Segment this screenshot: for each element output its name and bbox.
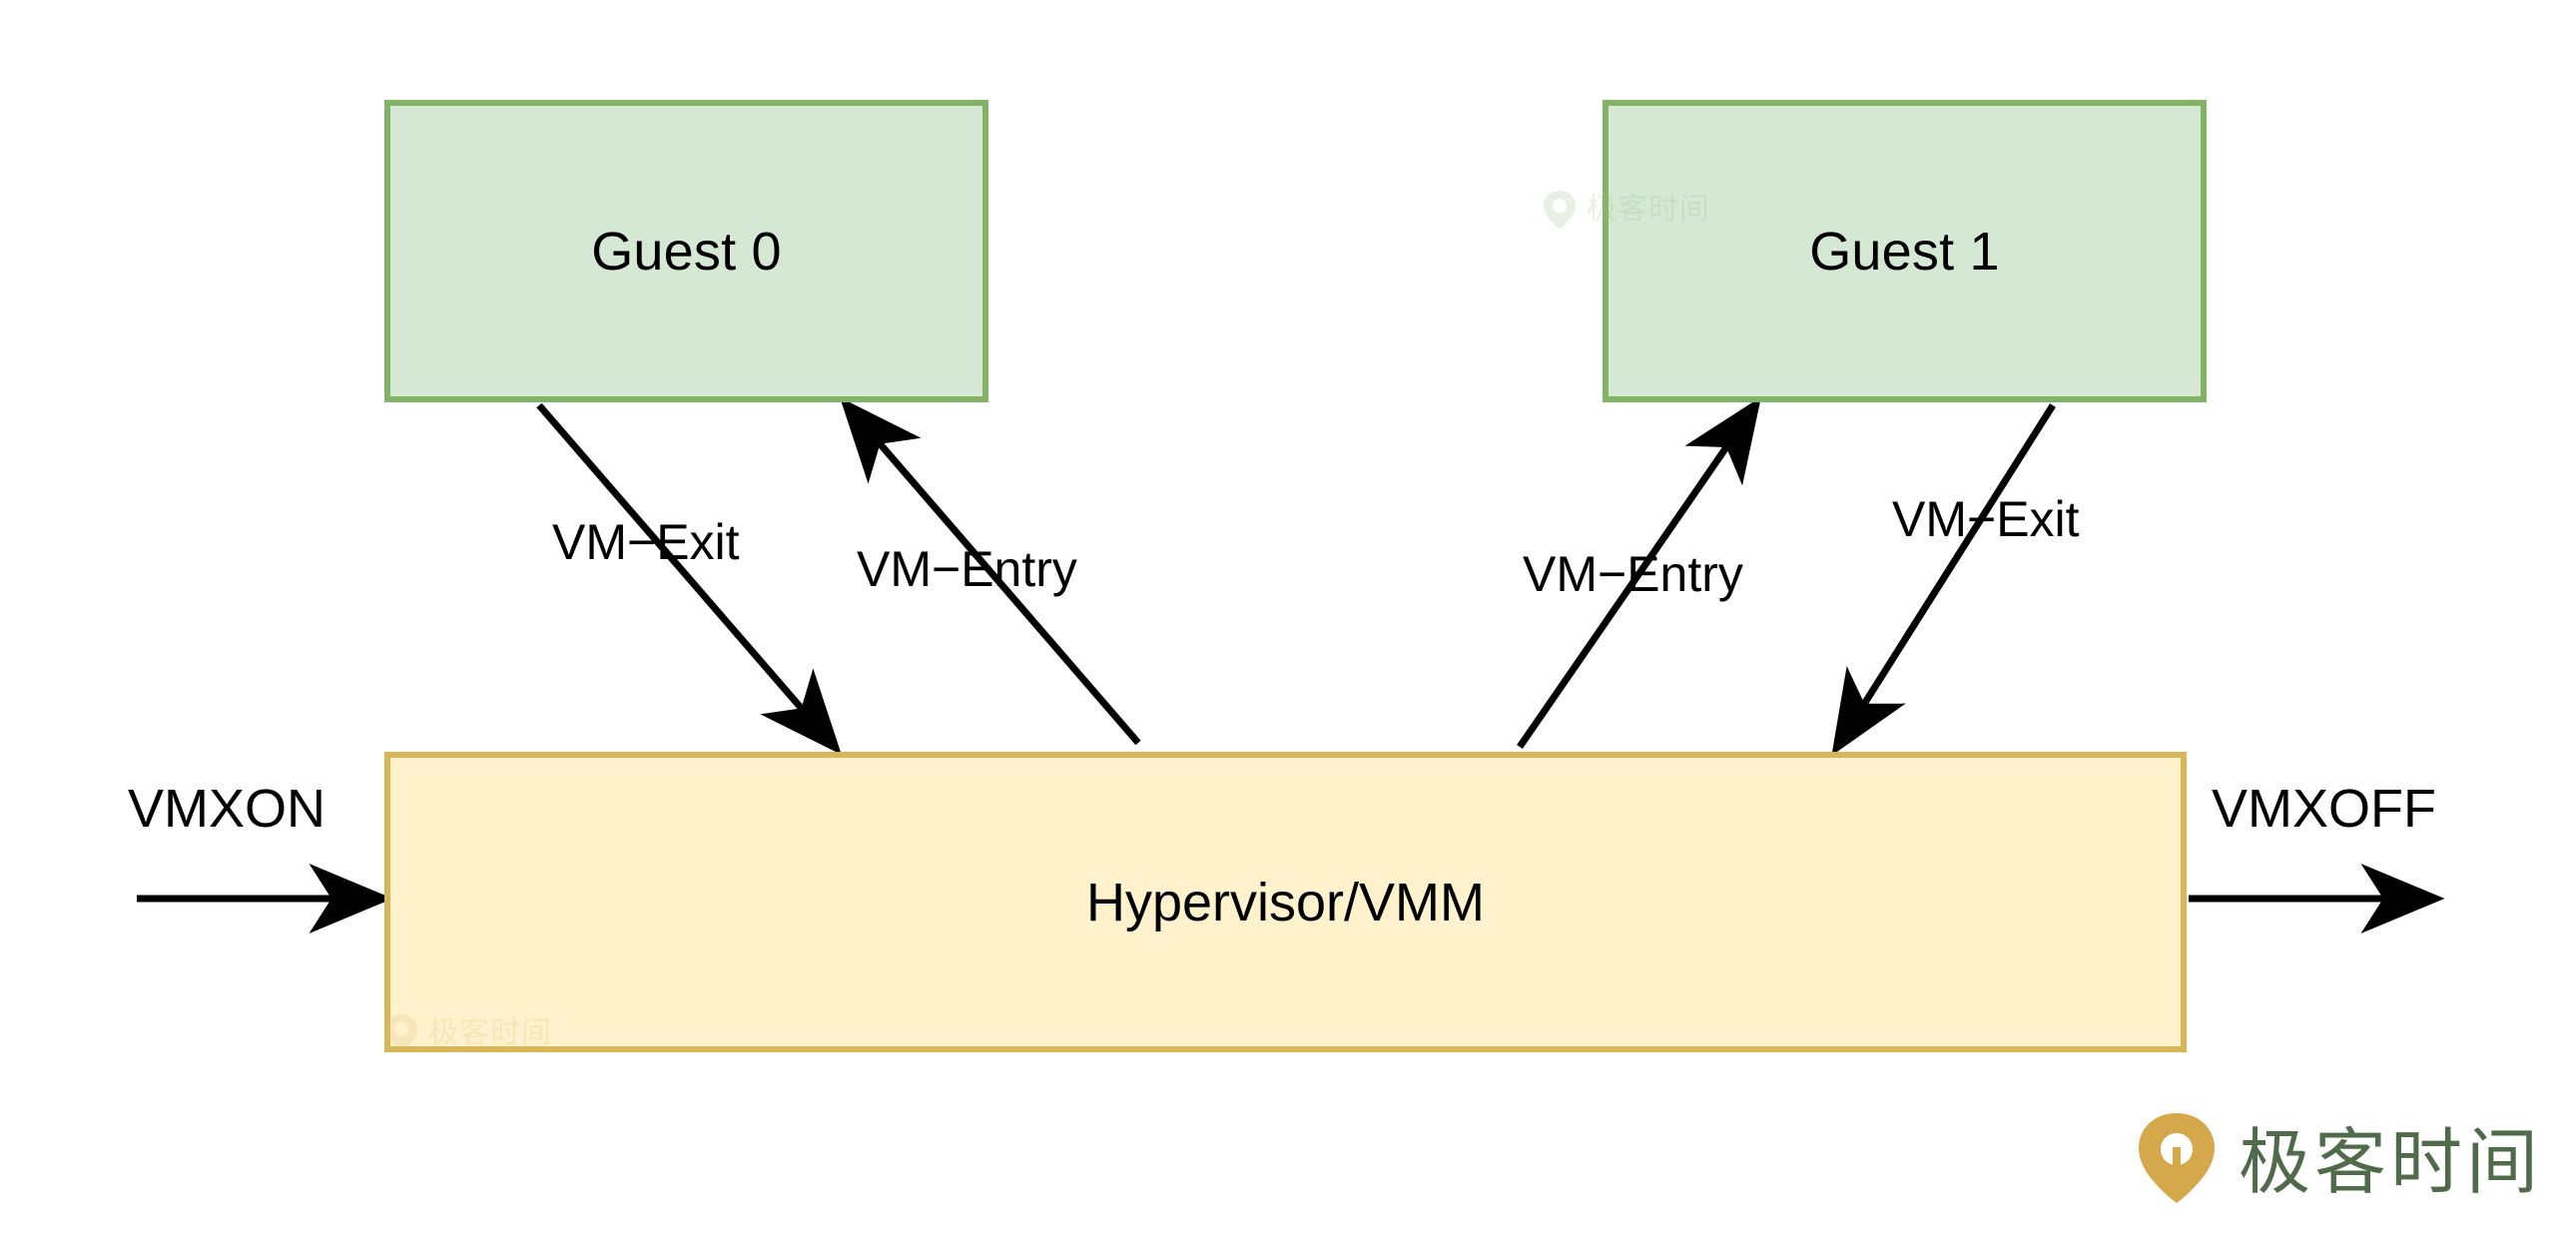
edge-label-guest1-vm-entry: VM−Entry — [1523, 546, 1743, 602]
geektime-logo-icon — [1543, 190, 1577, 230]
edge-label-guest0-vm-entry: VM−Entry — [857, 541, 1077, 597]
edge-guest1-vm-exit-arrow — [1831, 403, 2056, 756]
edge-label-guest0-vm-exit: VM−Exit — [552, 514, 740, 570]
label-vmxoff: VMXOFF — [2212, 779, 2436, 839]
edge-label-guest1-vm-exit: VM−Exit — [1892, 491, 2080, 547]
geektime-logo-icon — [2137, 1111, 2217, 1212]
node-guest-0[interactable]: Guest 0 — [384, 100, 988, 402]
brand-logo: 极客时间 — [2137, 1111, 2542, 1212]
edge-guest0-vm-exit-arrow — [536, 402, 842, 755]
node-guest-1[interactable]: Guest 1 — [1603, 100, 2207, 402]
node-guest-0-label: Guest 0 — [591, 221, 782, 282]
node-hypervisor-label: Hypervisor/VMM — [1085, 872, 1486, 932]
node-guest-1-label: Guest 1 — [1809, 221, 2000, 282]
node-hypervisor[interactable]: Hypervisor/VMM — [384, 752, 2187, 1052]
label-vmxon: VMXON — [128, 779, 326, 839]
brand-logo-text: 极客时间 — [2239, 1119, 2543, 1204]
